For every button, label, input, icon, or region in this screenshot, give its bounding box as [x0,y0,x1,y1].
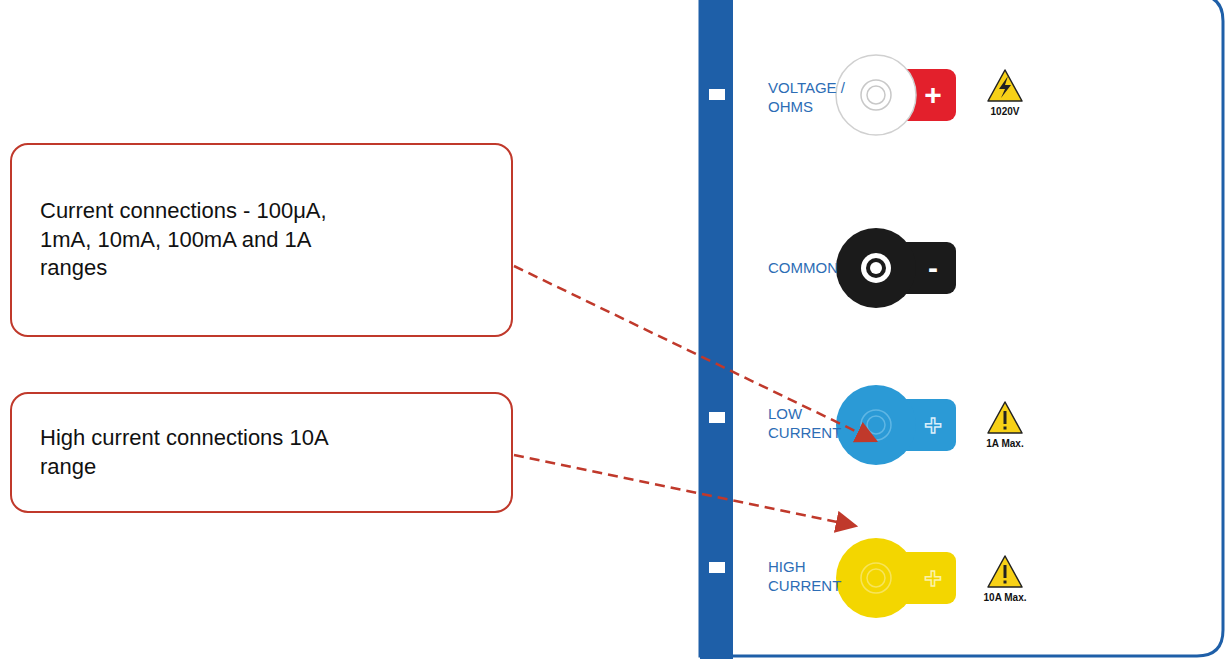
polarity-sign: + [924,410,942,440]
terminal-name: HIGH CURRENT [768,558,858,596]
warning-symbol [988,556,1022,587]
voltage-terminal [836,55,956,135]
low-current-terminal [836,385,956,465]
leader-arrow [514,266,876,441]
terminal-name: COMMON [768,259,863,278]
warning-symbol [988,70,1022,101]
high-current-terminal [836,538,956,618]
callout-box: High current connections 10A range [10,392,513,513]
terminal-name: VOLTAGE / OHMS [768,79,863,117]
indicator [709,562,725,573]
indicator [709,412,725,423]
rating-text: 10A Max. [984,592,1027,603]
callout-box: Current connections - 100μA, 1mA, 10mA, … [10,143,513,337]
leader-arrow [514,455,856,526]
rating-text: 1A Max. [986,438,1023,449]
polarity-sign: - [928,253,938,283]
rating-text: 1020V [991,106,1020,117]
common-terminal [836,228,956,308]
panel-strip [700,0,733,659]
callout-text: High current connections 10A range [40,424,370,481]
warning-symbol [988,402,1022,433]
callout-text: Current connections - 100μA, 1mA, 10mA, … [40,197,370,283]
polarity-sign: + [924,80,942,110]
panel-housing [700,0,1223,656]
polarity-sign: + [924,563,942,593]
terminal-name: LOW CURRENT [768,405,858,443]
indicator [709,89,725,100]
